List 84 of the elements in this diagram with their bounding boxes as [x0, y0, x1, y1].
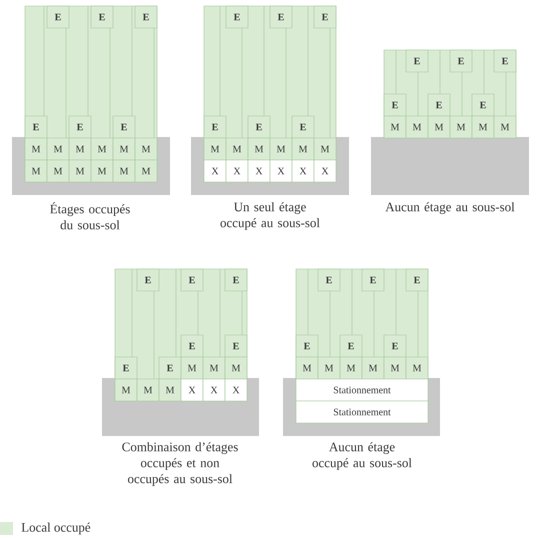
occupied-cell: M: [270, 138, 292, 160]
occupied-cell: E: [134, 6, 158, 28]
occupied-cell: E: [406, 268, 428, 292]
occupied-cell: M: [226, 138, 248, 160]
occupied-cell: M: [248, 138, 270, 160]
occupied-cell: M: [362, 356, 384, 380]
occupied-cell: M: [406, 356, 428, 380]
unoccupied-cell: X: [270, 160, 292, 182]
caption: Aucun étage au sous-sol: [385, 202, 514, 214]
occupied-cell: E: [494, 50, 516, 72]
occupied-cell: E: [472, 94, 494, 116]
occupied-cell: E: [340, 334, 362, 358]
unoccupied-cell: X: [202, 378, 226, 402]
occupied-cell: E: [450, 50, 472, 72]
occupied-cell: E: [24, 116, 48, 138]
occupied-cell: M: [158, 378, 182, 402]
occupied-cell: M: [46, 160, 70, 182]
occupied-cell: M: [318, 356, 340, 380]
occupied-cell: E: [90, 6, 114, 28]
unoccupied-cell: X: [314, 160, 336, 182]
occupied-cell: M: [340, 356, 362, 380]
occupied-cell: E: [68, 116, 92, 138]
unoccupied-cell: X: [226, 160, 248, 182]
occupied-cell: E: [46, 6, 70, 28]
occupied-cell: M: [68, 138, 92, 160]
occupied-cell: M: [24, 160, 48, 182]
unoccupied-cell: X: [180, 378, 204, 402]
occupied-cell: M: [112, 138, 136, 160]
caption: Un seul étage occupé au sous-sol: [220, 202, 320, 230]
occupied-cell: M: [114, 378, 138, 402]
occupied-cell: M: [46, 138, 70, 160]
occupied-cell: E: [180, 268, 204, 292]
occupied-cell: E: [180, 334, 204, 358]
occupied-cell: E: [292, 116, 314, 138]
parking-level: Stationnement: [296, 378, 428, 402]
occupied-cell: E: [428, 94, 450, 116]
occupied-cell: E: [362, 268, 384, 292]
unoccupied-cell: X: [292, 160, 314, 182]
occupied-cell: E: [384, 334, 406, 358]
occupied-cell: E: [224, 268, 248, 292]
unoccupied-cell: X: [204, 160, 226, 182]
occupied-cell: E: [114, 356, 138, 380]
occupied-cell: M: [136, 378, 160, 402]
occupied-cell: M: [24, 138, 48, 160]
occupied-cell: E: [314, 6, 336, 28]
parking-level: Stationnement: [296, 400, 428, 424]
occupied-cell: M: [428, 116, 450, 138]
caption: Aucun étage occupé au sous-sol: [312, 442, 412, 470]
occupied-cell: M: [68, 160, 92, 182]
occupied-cell: E: [384, 94, 406, 116]
occupied-cell: M: [384, 356, 406, 380]
occupied-cell: M: [202, 356, 226, 380]
occupied-cell: M: [204, 138, 226, 160]
occupied-cell: M: [494, 116, 516, 138]
occupied-cell: E: [270, 6, 292, 28]
occupied-cell: M: [292, 138, 314, 160]
occupied-cell: M: [406, 116, 428, 138]
occupied-cell: E: [112, 116, 136, 138]
legend-label: Local occupé: [22, 522, 90, 534]
occupied-cell: E: [406, 50, 428, 72]
occupied-cell: M: [134, 160, 158, 182]
caption: Combinaison d’étages occupés et non occupés au sous-sol: [122, 442, 238, 486]
occupied-cell: E: [318, 268, 340, 292]
occupied-cell: E: [224, 334, 248, 358]
occupied-cell: M: [134, 138, 158, 160]
occupied-cell: E: [136, 268, 160, 292]
occupied-cell: M: [180, 356, 204, 380]
occupied-cell: M: [224, 356, 248, 380]
unoccupied-cell: X: [248, 160, 270, 182]
occupied-cell: E: [296, 334, 318, 358]
occupied-cell: M: [90, 138, 114, 160]
occupied-cell: E: [158, 356, 182, 380]
caption: Étages occupés du sous-sol: [50, 202, 130, 230]
occupied-cell: E: [204, 116, 226, 138]
occupied-cell: M: [450, 116, 472, 138]
occupied-cell: M: [384, 116, 406, 138]
occupied-cell: E: [248, 116, 270, 138]
occupied-cell: M: [472, 116, 494, 138]
occupied-cell: M: [296, 356, 318, 380]
occupied-cell: E: [226, 6, 248, 28]
unoccupied-cell: X: [224, 378, 248, 402]
occupied-cell: M: [112, 160, 136, 182]
occupied-cell: M: [314, 138, 336, 160]
occupied-cell: M: [90, 160, 114, 182]
